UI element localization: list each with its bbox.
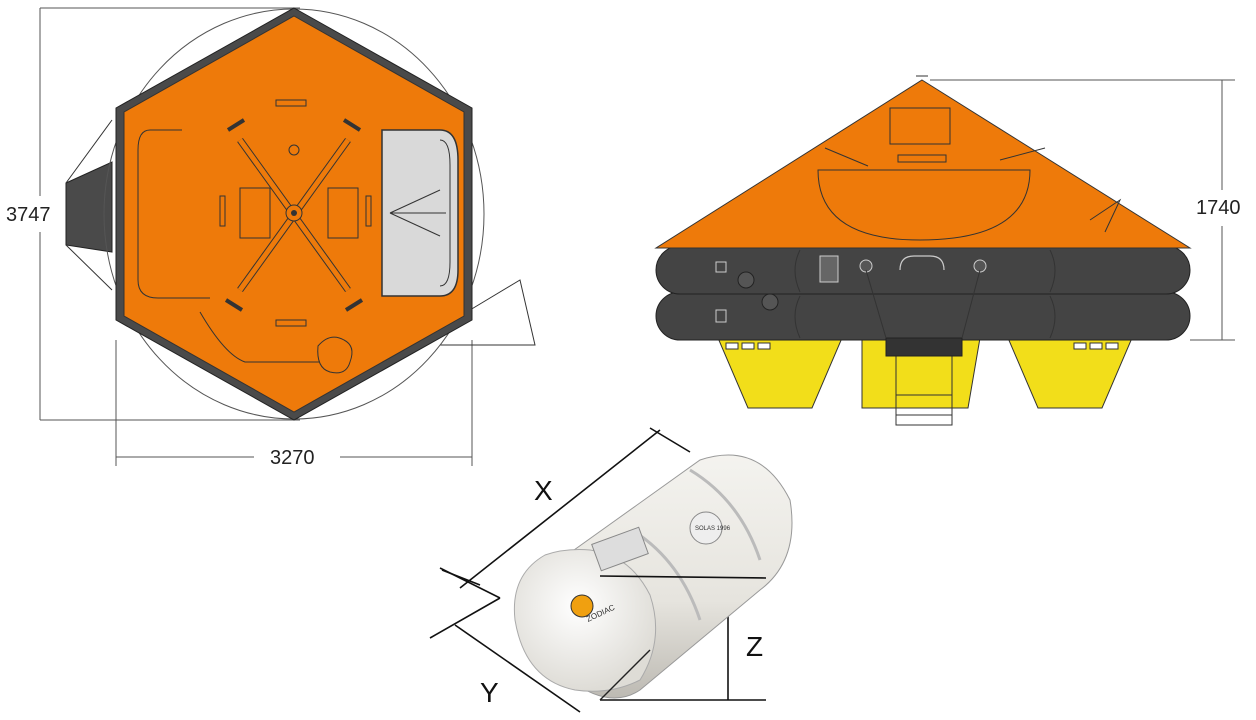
y-axis-label: Y (480, 677, 499, 708)
top-view-width-dimension: 3270 (115, 340, 473, 469)
side-view: 1740 (654, 75, 1241, 426)
panel-left (239, 187, 271, 239)
side-view-height-dimension: 1740 (930, 79, 1241, 341)
y-dimension-line (429, 597, 501, 639)
solas-badge-text: SOLAS 1996 (695, 526, 731, 532)
top-view-width-label: 3270 (270, 447, 315, 469)
z-axis-label: Z (746, 631, 763, 662)
x-dimension-line-top (459, 429, 661, 589)
top-view-height-dimension: 3747 (6, 7, 300, 421)
canopy-side (654, 79, 1192, 249)
top-view-height-label: 3747 (6, 204, 51, 226)
buoyancy-tube-lower (655, 291, 1191, 341)
container-sticker (591, 526, 649, 572)
canopy-sign (889, 107, 951, 145)
boarding-ramp (65, 161, 113, 253)
solas-badge (689, 511, 723, 545)
buoyancy-tube-upper (655, 245, 1191, 295)
liferaft-container: ZODIAC SOLAS 1996 X Y Z (429, 427, 793, 713)
canopy-hatch (317, 336, 353, 374)
zodiac-logo-icon (570, 594, 594, 618)
canopy-door-flap (817, 169, 1031, 241)
x-axis-label: X (534, 475, 553, 506)
top-view: 3747 3270 (6, 7, 536, 469)
side-view-height-label: 1740 (1196, 197, 1241, 219)
panel-right (327, 187, 359, 239)
